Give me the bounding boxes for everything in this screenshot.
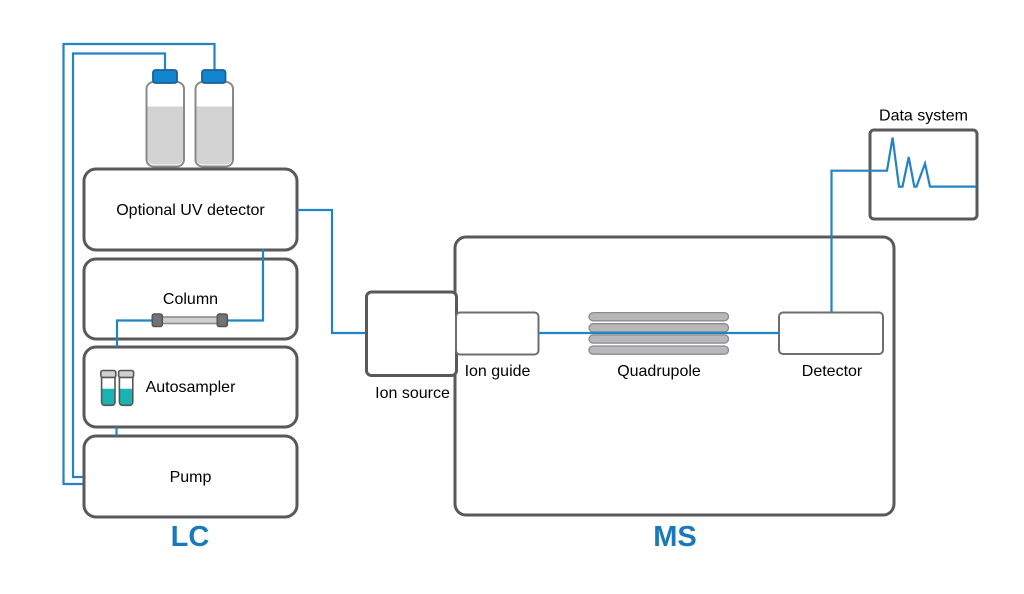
svg-text:Optional UV detector: Optional UV detector (116, 202, 265, 219)
svg-text:Autosampler: Autosampler (146, 379, 236, 396)
svg-text:Ion guide: Ion guide (465, 363, 531, 380)
svg-text:Quadrupole: Quadrupole (617, 363, 701, 380)
svg-text:Data system: Data system (879, 108, 968, 125)
svg-text:MS: MS (653, 521, 697, 553)
svg-text:Detector: Detector (802, 363, 863, 380)
svg-text:Ion source: Ion source (375, 385, 450, 402)
svg-text:Column: Column (163, 291, 218, 308)
svg-text:LC: LC (171, 521, 210, 553)
svg-text:Pump: Pump (170, 469, 212, 486)
